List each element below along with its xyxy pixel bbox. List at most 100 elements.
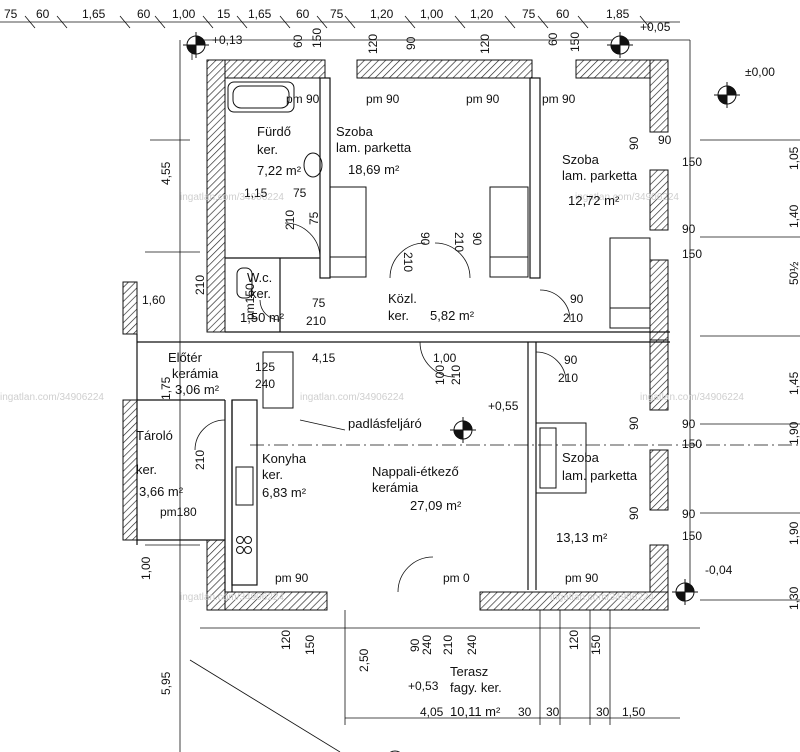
svg-text:90: 90 <box>408 638 422 652</box>
room-szoba-2: Szoba lam. parketta 12,72 m² <box>562 152 638 208</box>
bed-3 <box>609 237 651 329</box>
svg-text:50½: 50½ <box>787 262 800 285</box>
svg-text:4,15: 4,15 <box>312 351 336 365</box>
room-konyha: Konyha ker. 6,83 m² <box>262 451 307 500</box>
svg-text:Előtér: Előtér <box>168 350 203 365</box>
room-nappali: Nappali-étkező kerámia 27,09 m² <box>372 464 462 513</box>
svg-text:1,65: 1,65 <box>82 7 106 21</box>
svg-text:75: 75 <box>293 186 307 200</box>
outer-walls <box>122 59 669 611</box>
svg-text:100: 100 <box>433 365 447 385</box>
svg-text:125: 125 <box>255 360 275 374</box>
svg-text:1,00: 1,00 <box>420 7 444 21</box>
svg-text:4,55: 4,55 <box>159 161 173 185</box>
svg-text:7,22 m²: 7,22 m² <box>257 163 302 178</box>
svg-text:lam. parketta: lam. parketta <box>336 140 412 155</box>
svg-text:1,05: 1,05 <box>787 146 800 170</box>
room-labels: Fürdő ker. 7,22 m² Szoba lam. parketta 1… <box>136 124 638 719</box>
svg-text:75: 75 <box>522 7 536 21</box>
svg-text:1,75: 1,75 <box>159 376 173 400</box>
svg-text:210: 210 <box>558 371 578 385</box>
level-labels: +0,05 ±0,00 +0,13 +0,55 -0,04 +0,53 <box>212 20 775 693</box>
svg-text:ker.: ker. <box>388 308 409 323</box>
bed-2 <box>489 186 529 278</box>
watermarks: ingatlan.com/34906224 ingatlan.com/34906… <box>0 192 744 603</box>
svg-text:+0,53: +0,53 <box>408 679 439 693</box>
svg-text:Nappali-étkező: Nappali-étkező <box>372 464 459 479</box>
svg-text:210: 210 <box>401 252 415 272</box>
svg-text:+0,05: +0,05 <box>640 20 671 34</box>
svg-text:10,11 m²: 10,11 m² <box>450 704 501 719</box>
svg-text:1,00: 1,00 <box>139 556 153 580</box>
dimension-lines <box>0 15 800 752</box>
svg-text:1,60: 1,60 <box>142 293 166 307</box>
svg-text:Fürdő: Fürdő <box>257 124 291 139</box>
svg-text:150: 150 <box>568 32 582 52</box>
svg-text:ingatlan.com/34906224: ingatlan.com/34906224 <box>180 592 284 603</box>
svg-text:210: 210 <box>441 635 455 655</box>
svg-text:210: 210 <box>563 311 583 325</box>
svg-text:120: 120 <box>478 34 492 54</box>
svg-text:90: 90 <box>564 353 578 367</box>
svg-text:1,90: 1,90 <box>787 521 800 545</box>
svg-text:210: 210 <box>452 232 466 252</box>
svg-text:1,45: 1,45 <box>787 371 800 395</box>
svg-text:1,50: 1,50 <box>622 705 646 719</box>
svg-text:150: 150 <box>682 437 702 451</box>
room-furdo: Fürdő ker. 7,22 m² <box>257 124 302 178</box>
svg-text:kerámia: kerámia <box>172 366 219 381</box>
svg-text:240: 240 <box>465 635 479 655</box>
bed-4 <box>535 422 587 494</box>
svg-text:3,06 m²: 3,06 m² <box>175 382 220 397</box>
svg-text:75: 75 <box>307 211 321 225</box>
svg-text:13,13 m²: 13,13 m² <box>556 530 608 545</box>
svg-text:90: 90 <box>570 292 584 306</box>
svg-text:ingatlan.com/34906224: ingatlan.com/34906224 <box>550 592 654 603</box>
level-markers <box>183 32 740 752</box>
svg-text:1,50 m²: 1,50 m² <box>240 310 285 325</box>
svg-text:210: 210 <box>193 450 207 470</box>
svg-text:60: 60 <box>556 7 570 21</box>
svg-text:Szoba: Szoba <box>562 152 600 167</box>
svg-text:75: 75 <box>330 7 344 21</box>
bathtub <box>227 81 295 113</box>
svg-text:90: 90 <box>418 232 432 246</box>
svg-text:90: 90 <box>658 133 672 147</box>
svg-text:pm 90: pm 90 <box>542 92 576 106</box>
svg-text:30: 30 <box>546 705 560 719</box>
svg-text:1,00: 1,00 <box>172 7 196 21</box>
svg-text:pm 90: pm 90 <box>466 92 500 106</box>
svg-text:Szoba: Szoba <box>562 450 600 465</box>
svg-text:1,90: 1,90 <box>787 421 800 445</box>
svg-text:6,83 m²: 6,83 m² <box>262 485 307 500</box>
room-eloter: Előtér kerámia 3,06 m² <box>168 350 220 397</box>
svg-text:4,05: 4,05 <box>420 705 444 719</box>
svg-text:150: 150 <box>589 635 603 655</box>
svg-text:150: 150 <box>310 28 324 48</box>
svg-text:1,15: 1,15 <box>244 186 268 200</box>
stove <box>235 466 254 506</box>
svg-text:ker.: ker. <box>136 462 157 477</box>
svg-text:150: 150 <box>682 529 702 543</box>
svg-text:ker.: ker. <box>262 467 283 482</box>
right-dimensions: 1,05 1,40 50½ 1,45 1,90 1,90 1,30 <box>787 146 800 610</box>
svg-text:75: 75 <box>4 7 18 21</box>
svg-text:pm 90: pm 90 <box>286 92 320 106</box>
sink <box>303 152 323 178</box>
svg-text:150: 150 <box>303 635 317 655</box>
svg-text:Konyha: Konyha <box>262 451 307 466</box>
svg-text:90: 90 <box>682 507 696 521</box>
svg-text:210: 210 <box>306 314 326 328</box>
svg-text:pm180: pm180 <box>160 505 197 519</box>
svg-text:5,95: 5,95 <box>159 671 173 695</box>
svg-text:60: 60 <box>291 34 305 48</box>
svg-text:90: 90 <box>682 222 696 236</box>
interior-walls <box>136 77 670 592</box>
svg-text:pm 90: pm 90 <box>366 92 400 106</box>
attic-access-label: padlásfeljáró <box>348 416 422 431</box>
room-szoba-1: Szoba lam. parketta 18,69 m² <box>336 124 412 177</box>
svg-text:150: 150 <box>682 247 702 261</box>
svg-text:1,65: 1,65 <box>248 7 272 21</box>
svg-text:90: 90 <box>404 36 418 50</box>
svg-text:1,20: 1,20 <box>370 7 394 21</box>
